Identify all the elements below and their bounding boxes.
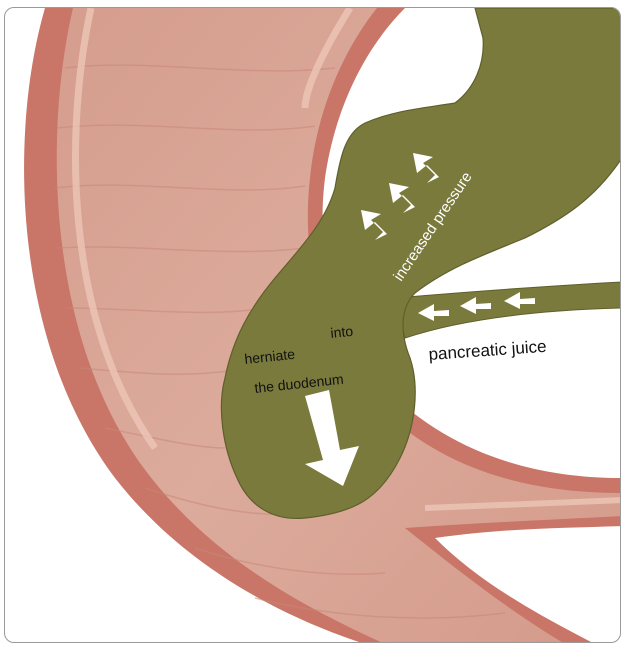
pancreatic-juice-label: pancreatic juice: [428, 337, 547, 364]
anatomy-diagram: increased pressure pancreatic juice hern…: [5, 8, 621, 643]
herniate-label-word2: into: [330, 323, 354, 341]
figure-frame: increased pressure pancreatic juice hern…: [4, 7, 621, 643]
